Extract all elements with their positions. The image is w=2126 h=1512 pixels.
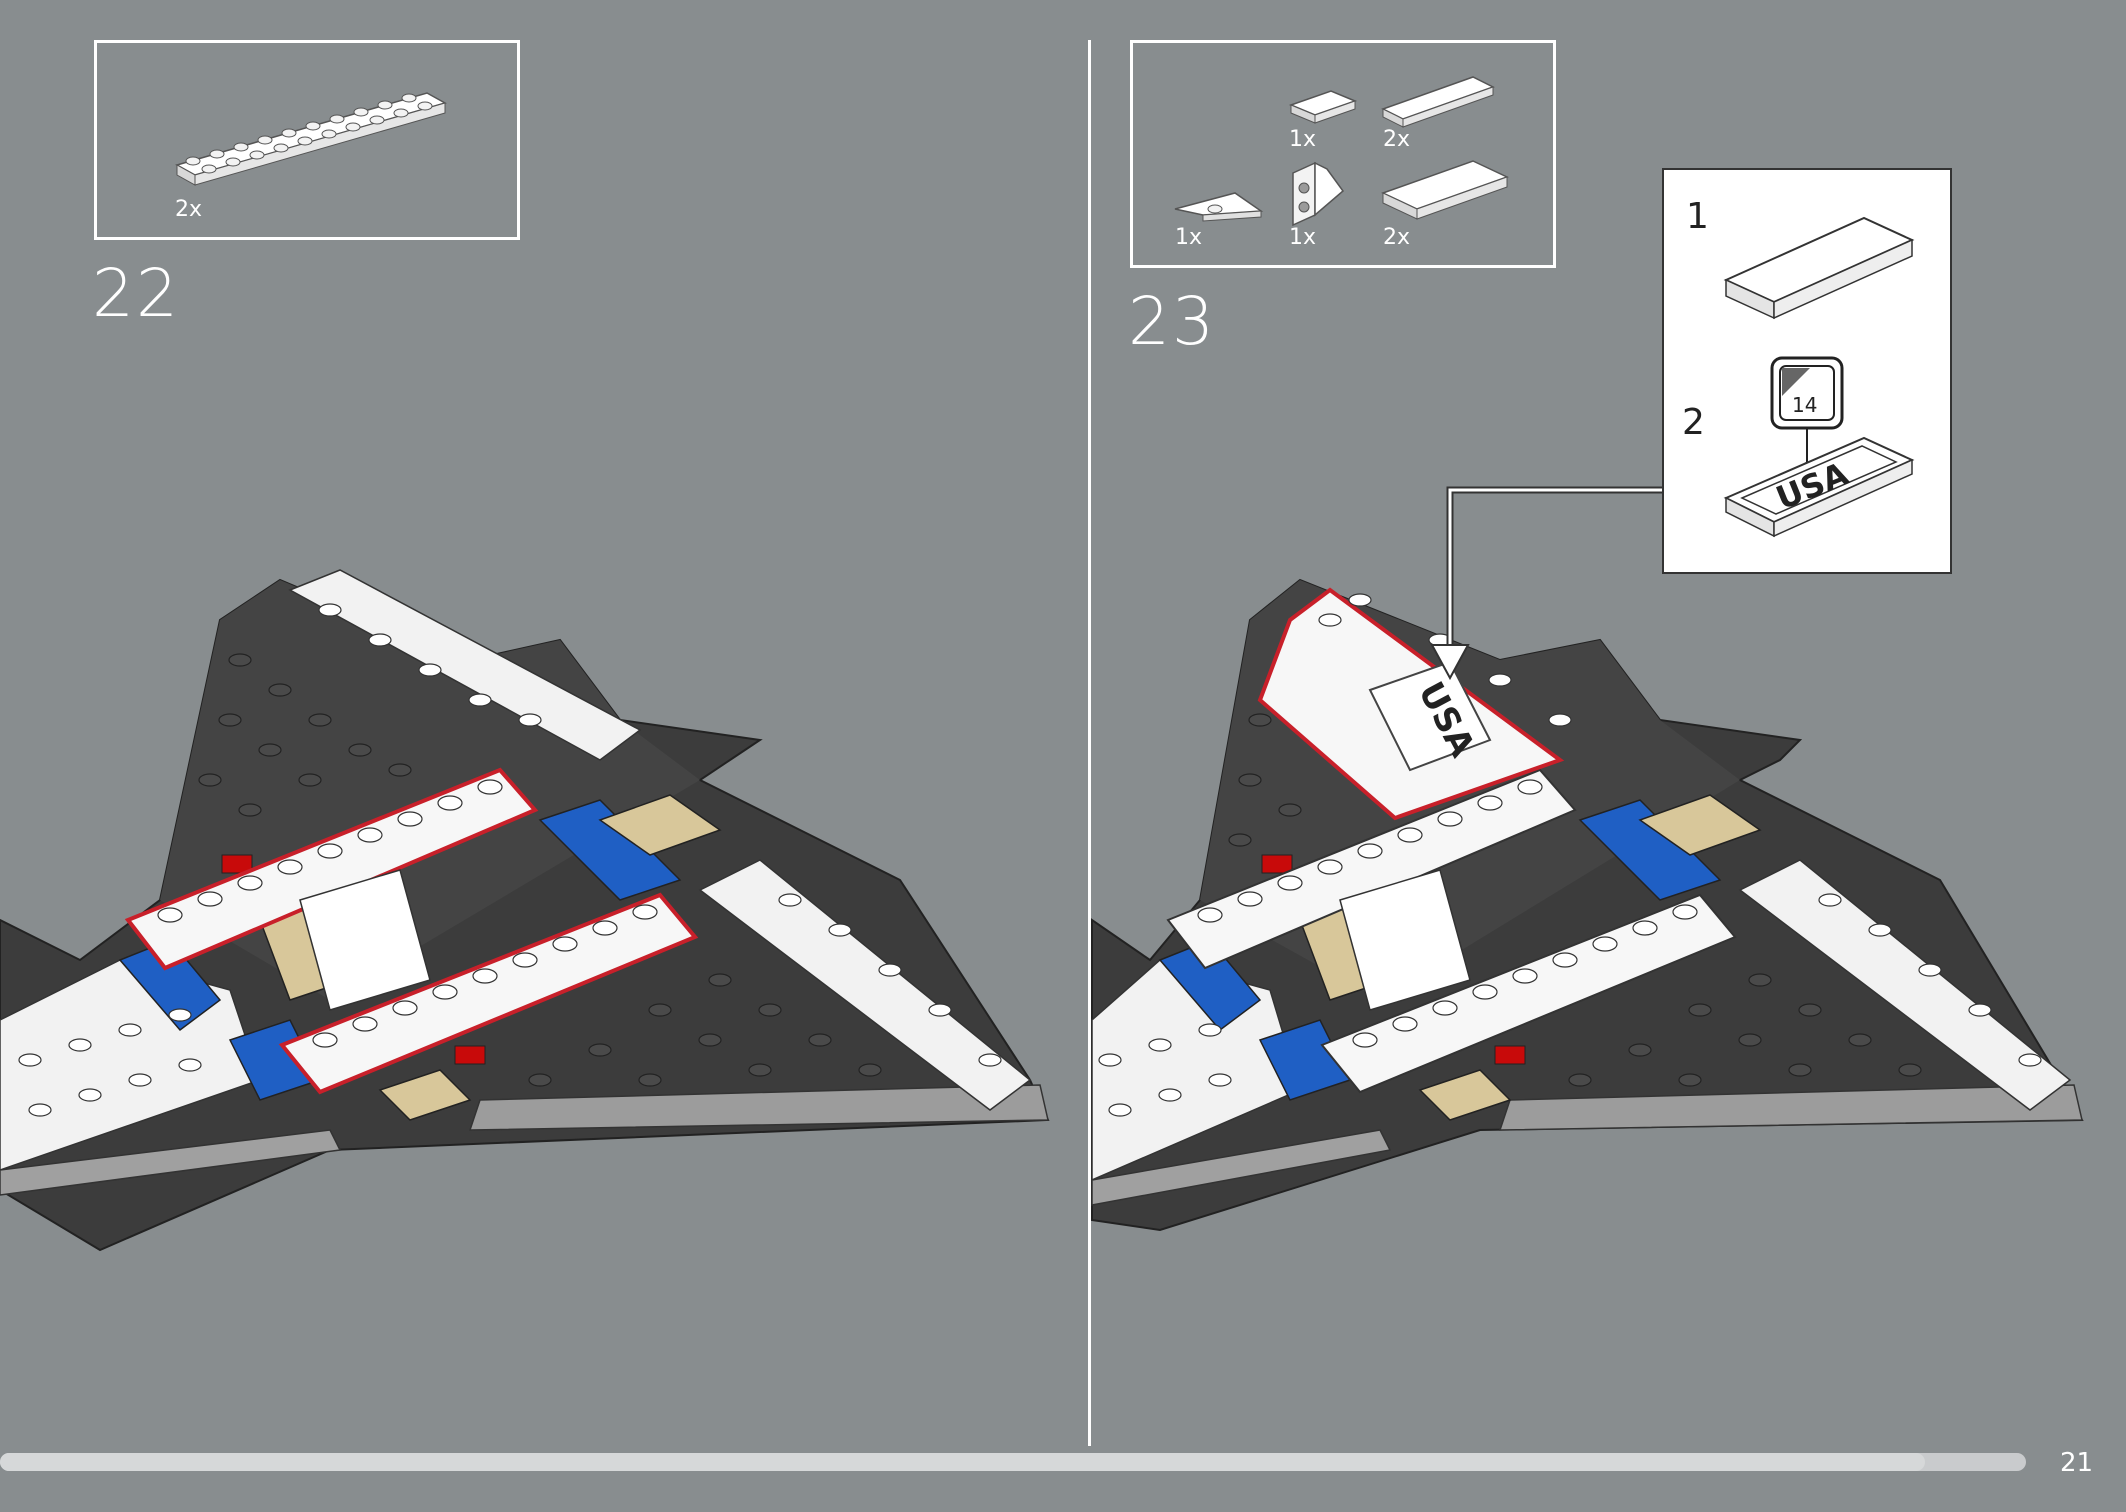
part-qty: 1x <box>1289 127 1317 152</box>
sticker-sheet-icon <box>1770 356 1844 470</box>
step-number-23: 23 <box>1128 283 1216 360</box>
substep-callout: 1 2 14 USA <box>1662 168 1952 574</box>
page-number: 21 <box>2060 1448 2094 1478</box>
usa-tile <box>1368 660 1492 772</box>
callout-arrow-icon <box>1430 644 1470 681</box>
tile-with-sticker-icon <box>1723 436 1915 538</box>
parts-icons <box>1174 76 1509 227</box>
part-qty: 2x <box>175 197 203 222</box>
part-qty: 2x <box>1383 127 1411 152</box>
spaceship-model-step-23: USA <box>1091 486 2084 1232</box>
sticker-number: 14 <box>1792 393 1817 417</box>
spaceship-model-step-22 <box>0 569 1050 1252</box>
substep-parts: 14 USA <box>1723 216 1915 538</box>
tile-2x4-icon <box>1723 216 1915 320</box>
tile-1x4-icon <box>1381 76 1495 128</box>
part-qty: 2x <box>1383 225 1411 250</box>
part-qty: 1x <box>1289 225 1317 250</box>
parts-box-step-23: 1x 2x 1x 1x 2x <box>1130 40 1556 268</box>
bracket-slope-icon <box>1292 161 1345 227</box>
step-number-22: 22 <box>92 255 180 332</box>
parts-box-step-22: 2x <box>94 40 520 240</box>
progress-bar <box>0 1453 2026 1471</box>
page-divider <box>1088 40 1091 1446</box>
progress-fill <box>0 1453 1925 1471</box>
substep-number: 2 <box>1682 402 1705 443</box>
wedge-plate-icon <box>1174 192 1264 222</box>
tile-2x4-icon <box>1381 160 1509 220</box>
plate-2x10-icon <box>175 92 447 186</box>
substep-number: 1 <box>1686 196 1709 237</box>
part-qty: 1x <box>1175 225 1203 250</box>
tile-1x2-icon <box>1288 90 1358 124</box>
